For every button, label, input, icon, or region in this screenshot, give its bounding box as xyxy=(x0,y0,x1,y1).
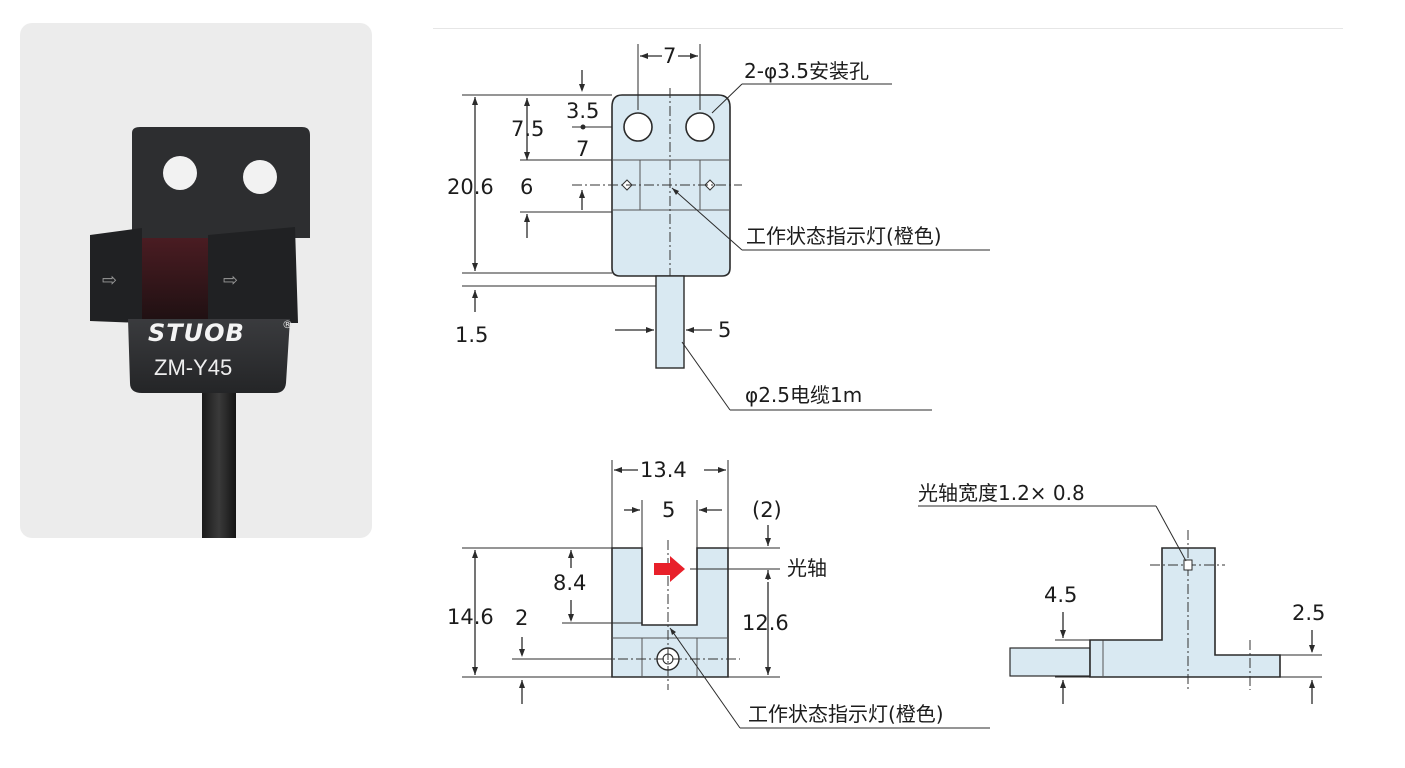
dim-20-6: 20.6 xyxy=(447,175,494,199)
indicator-note-bottom: 工作状态指示灯(橙色) xyxy=(748,702,944,726)
dim-slot-5: 5 xyxy=(662,498,675,522)
dim-width-7: 7 xyxy=(663,44,676,68)
dim-5-cable: 5 xyxy=(718,318,731,342)
dim-7: 7 xyxy=(576,137,589,161)
dim-2-paren: (2) xyxy=(752,498,782,522)
front-view: 7 2-φ3.5安装孔 3.5 7.5 7 20.6 6 xyxy=(447,44,990,411)
model-label: ZM-Y45 xyxy=(154,355,232,380)
dim-2-5: 2.5 xyxy=(1292,601,1325,625)
brand-logo: STUOB xyxy=(148,319,245,347)
sensor-slot xyxy=(142,238,208,323)
dim-6: 6 xyxy=(520,175,533,199)
dim-1-5: 1.5 xyxy=(455,323,488,347)
optical-axis-arrow-icon xyxy=(654,556,685,582)
dim-13-4: 13.4 xyxy=(640,458,687,482)
mount-hole-right xyxy=(243,160,277,194)
axis-width-note: 光轴宽度1.2× 0.8 xyxy=(918,481,1085,505)
hole-note: 2-φ3.5安装孔 xyxy=(744,59,869,83)
side-view: 光轴宽度1.2× 0.8 4.5 2.5 xyxy=(918,481,1325,704)
bottom-view: 13.4 5 (2) 光轴 14.6 8.4 2 xyxy=(447,458,990,729)
dim-4-5: 4.5 xyxy=(1044,583,1077,607)
top-divider xyxy=(433,28,1343,29)
dim-14-6: 14.6 xyxy=(447,605,494,629)
product-image-card: ⇨ ⇨ STUOB ® ZM-Y45 xyxy=(20,23,372,538)
registered-mark: ® xyxy=(282,318,293,331)
cable-note: φ2.5电缆1m xyxy=(745,383,862,407)
dim-7-5: 7.5 xyxy=(511,117,544,141)
optical-axis-label: 光轴 xyxy=(787,556,827,580)
arrow-icon-left: ⇨ xyxy=(102,270,117,291)
sensor-product-image: ⇨ ⇨ STUOB ® ZM-Y45 xyxy=(90,127,310,538)
arrow-icon-right: ⇨ xyxy=(223,270,238,291)
sensor-arm-right xyxy=(208,227,298,323)
dim-8-4: 8.4 xyxy=(553,571,586,595)
sensor-arm-left xyxy=(90,228,142,323)
cable xyxy=(202,393,236,538)
dim-2: 2 xyxy=(515,606,528,630)
indicator-note-front: 工作状态指示灯(橙色) xyxy=(746,224,942,248)
mount-hole-left xyxy=(163,156,197,190)
dim-12-6: 12.6 xyxy=(742,611,789,635)
sensor-body xyxy=(128,319,290,393)
mounting-plate xyxy=(132,127,310,238)
dim-3-5: 3.5 xyxy=(566,99,599,123)
